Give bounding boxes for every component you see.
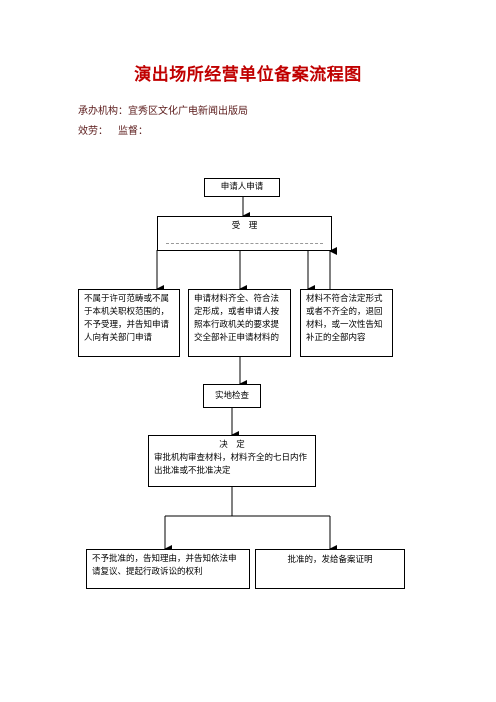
box-not-in-scope: 不属于许可范畴或不属于本机关职权范围的，不予受理，并告知申请人向有关部门申请 [78, 289, 180, 357]
box-site-inspection: 实地检查 [203, 384, 261, 408]
box-materials-complete: 申请材料齐全、符合法定形成，或者申请人按照本行政机关的要求提交全部补正申请材料的 [188, 289, 291, 357]
box-materials-incomplete: 材料不符合法定形式或者不齐全的，退回材料，或一次性告知补正的全部内容 [300, 289, 393, 357]
box-apply: 申请人申请 [204, 178, 280, 197]
accept-subtext-strip [166, 237, 323, 244]
agency-line: 承办机构：宜秀区文化广电新闻出版局 [78, 106, 248, 117]
page-title: 演出场所经营单位备案流程图 [134, 65, 362, 85]
box-decision: 决 定 审批机构审查材料，材料齐全的七日内作出批准或不批准决定 [148, 435, 316, 487]
decision-title: 决 定 [219, 440, 245, 450]
supervise-label: 监督： [118, 126, 148, 137]
decision-desc: 审批机构审查材料，材料齐全的七日内作出批准或不批准决定 [154, 453, 308, 476]
box-not-approved: 不予批准的，告知理由，并告知依法申请复议、提起行政诉讼的权利 [86, 549, 250, 589]
box-approved: 批准的，发给备案证明 [255, 549, 405, 589]
efficacy-label: 效劳： [78, 126, 108, 137]
box-accept: 受 理 [157, 216, 332, 251]
accept-title: 受 理 [231, 221, 258, 231]
